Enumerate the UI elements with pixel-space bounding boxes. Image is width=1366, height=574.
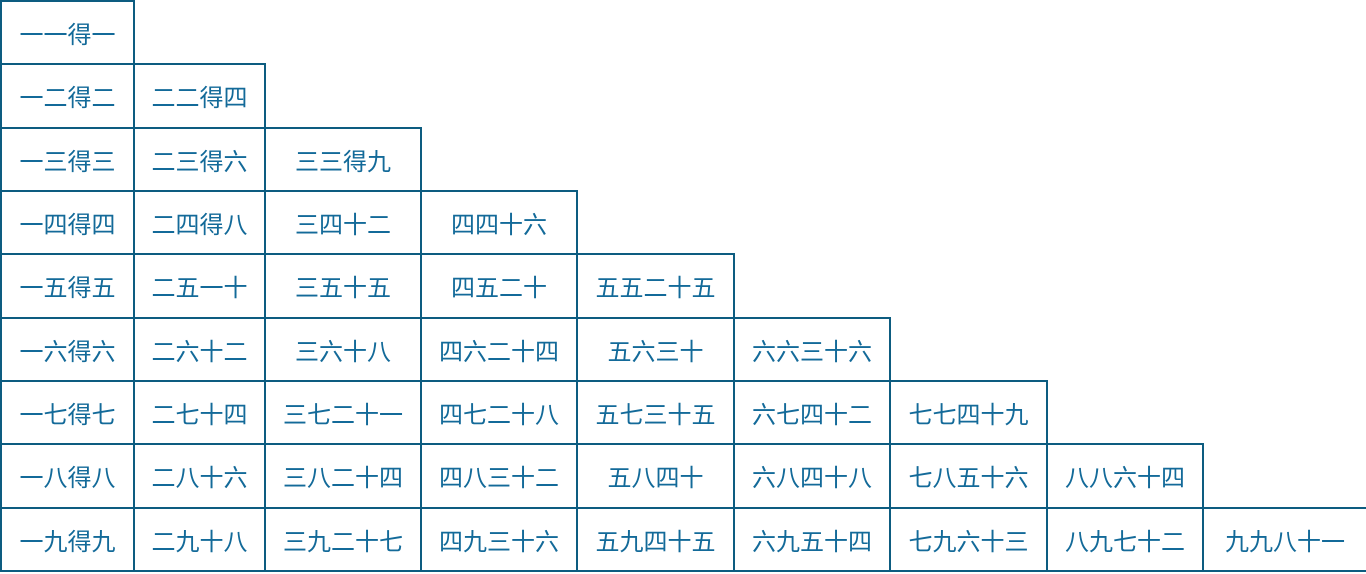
multiplication-cell: 五八四十 <box>576 443 735 509</box>
multiplication-cell: 三九二十七 <box>264 506 422 573</box>
table-row: 一五得五二五一十三五十五四五二十五五二十五 <box>0 253 1366 319</box>
multiplication-cell: 三六十八 <box>264 316 422 382</box>
multiplication-cell: 五九四十五 <box>576 506 735 573</box>
multiplication-cell: 二五一十 <box>133 253 266 319</box>
table-row: 一三得三二三得六三三得九 <box>0 126 1366 192</box>
table-row: 一九得九二九十八三九二十七四九三十六五九四十五六九五十四七九六十三八九七十二九九… <box>0 506 1366 573</box>
multiplication-cell: 一八得八 <box>0 443 135 509</box>
table-row: 一六得六二六十二三六十八四六二十四五六三十六六三十六 <box>0 316 1366 382</box>
multiplication-cell: 三八二十四 <box>264 443 422 509</box>
multiplication-cell: 八八六十四 <box>1046 443 1204 509</box>
multiplication-cell: 二二得四 <box>133 63 266 129</box>
multiplication-cell: 四九三十六 <box>420 506 578 573</box>
multiplication-cell: 二九十八 <box>133 506 266 573</box>
multiplication-cell: 三四十二 <box>264 189 422 256</box>
multiplication-cell: 一一得一 <box>0 0 135 66</box>
multiplication-cell: 四四十六 <box>420 189 578 256</box>
multiplication-cell: 六八四十八 <box>733 443 891 509</box>
table-row: 一二得二二二得四 <box>0 63 1366 129</box>
multiplication-cell: 一三得三 <box>0 126 135 192</box>
multiplication-cell: 一二得二 <box>0 63 135 129</box>
multiplication-cell: 一九得九 <box>0 506 135 573</box>
multiplication-cell: 七八五十六 <box>889 443 1048 509</box>
multiplication-cell: 二三得六 <box>133 126 266 192</box>
multiplication-cell: 六七四十二 <box>733 379 891 446</box>
multiplication-cell: 一四得四 <box>0 189 135 256</box>
multiplication-cell: 三三得九 <box>264 126 422 192</box>
table-row: 一一得一 <box>0 0 1366 66</box>
multiplication-cell: 二四得八 <box>133 189 266 256</box>
table-row: 一七得七二七十四三七二十一四七二十八五七三十五六七四十二七七四十九 <box>0 379 1366 446</box>
multiplication-cell: 七七四十九 <box>889 379 1048 446</box>
table-row: 一八得八二八十六三八二十四四八三十二五八四十六八四十八七八五十六八八六十四 <box>0 443 1366 509</box>
multiplication-cell: 四五二十 <box>420 253 578 319</box>
multiplication-cell: 二八十六 <box>133 443 266 509</box>
multiplication-cell: 六九五十四 <box>733 506 891 573</box>
multiplication-cell: 二七十四 <box>133 379 266 446</box>
multiplication-cell: 一五得五 <box>0 253 135 319</box>
multiplication-cell: 五七三十五 <box>576 379 735 446</box>
multiplication-cell: 六六三十六 <box>733 316 891 382</box>
multiplication-cell: 二六十二 <box>133 316 266 382</box>
multiplication-cell: 四八三十二 <box>420 443 578 509</box>
multiplication-cell: 五五二十五 <box>576 253 735 319</box>
multiplication-cell: 九九八十一 <box>1202 506 1366 573</box>
multiplication-cell: 七九六十三 <box>889 506 1048 573</box>
multiplication-cell: 一七得七 <box>0 379 135 446</box>
multiplication-cell: 四六二十四 <box>420 316 578 382</box>
multiplication-cell: 一六得六 <box>0 316 135 382</box>
multiplication-cell: 五六三十 <box>576 316 735 382</box>
multiplication-cell: 四七二十八 <box>420 379 578 446</box>
multiplication-cell: 八九七十二 <box>1046 506 1204 573</box>
table-row: 一四得四二四得八三四十二四四十六 <box>0 189 1366 256</box>
multiplication-cell: 三五十五 <box>264 253 422 319</box>
multiplication-cell: 三七二十一 <box>264 379 422 446</box>
